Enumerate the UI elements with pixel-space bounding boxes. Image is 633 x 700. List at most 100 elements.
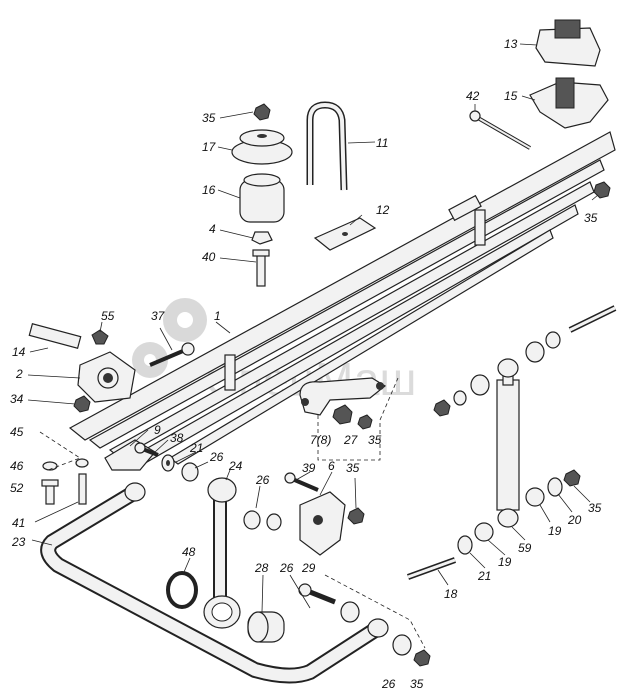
bolt-42: [469, 110, 531, 150]
label-9: 9: [154, 423, 161, 437]
label-17: 17: [202, 140, 217, 154]
nut-right-upper: [433, 399, 451, 417]
label-14: 14: [12, 345, 26, 359]
bushing-26-d: [392, 634, 412, 656]
label-35-bottom: 35: [410, 677, 424, 691]
pin-14: [28, 322, 82, 350]
label-15: 15: [504, 89, 518, 103]
label-21-right: 21: [477, 569, 491, 583]
nut-34: [73, 395, 91, 413]
nut-35-bottom: [413, 649, 431, 667]
dash-guide-3: [39, 431, 81, 471]
label-29: 29: [301, 561, 316, 575]
bolt-52: [41, 479, 59, 505]
bracket-7-8: [299, 377, 387, 416]
u-bolt-11: [306, 101, 348, 191]
label-7-8: 7(8): [310, 433, 331, 447]
bumper-16: [239, 173, 285, 223]
bushing-26-a: [181, 462, 199, 482]
label-16: 16: [202, 183, 216, 197]
label-12: 12: [376, 203, 390, 217]
bolt-39: [284, 472, 319, 492]
nut-35-top: [253, 103, 271, 121]
nut-27: [332, 404, 353, 425]
label-26-c: 26: [279, 561, 294, 575]
label-2: 2: [15, 367, 23, 381]
part-labels: 35 17 16 4 40 11 12 13 15 42 35 1 37 55 …: [10, 37, 602, 691]
label-35: 35: [202, 111, 216, 125]
label-27: 27: [343, 433, 359, 447]
pin-18: [406, 557, 457, 580]
label-11: 11: [376, 136, 388, 150]
label-42: 42: [466, 89, 480, 103]
label-45: 45: [10, 425, 24, 439]
bushing-right-1: [525, 341, 545, 363]
bolt-38: [134, 442, 159, 457]
cushion-13: [535, 19, 601, 67]
label-28: 28: [254, 561, 269, 575]
grease-fitting-55: [91, 329, 109, 345]
label-6: 6: [328, 459, 335, 473]
bolt-29: [298, 583, 336, 605]
washer-4: [251, 231, 273, 245]
label-24: 24: [228, 459, 243, 473]
bushing-26-b: [243, 510, 282, 531]
label-35-lower-right: 35: [588, 501, 602, 515]
label-21-left: 21: [189, 441, 203, 455]
washer-46: [42, 461, 58, 471]
label-1: 1: [214, 309, 221, 323]
link-24: [203, 477, 241, 629]
label-35-bracket: 35: [346, 461, 360, 475]
washer-right-2: [453, 390, 467, 406]
washer-21-left: [161, 454, 175, 472]
bushing-28: [247, 611, 285, 643]
nut-35-bracket: [347, 507, 365, 525]
bushing-19-left: [474, 522, 494, 542]
pad-12: [313, 217, 377, 251]
label-46: 46: [10, 459, 24, 473]
pin-upper-right: [568, 305, 617, 333]
watermark-gear-logo: [132, 298, 207, 378]
label-39: 39: [302, 461, 316, 475]
label-35-mid: 35: [368, 433, 382, 447]
label-40: 40: [202, 250, 216, 264]
label-34: 34: [10, 392, 24, 406]
bumper-17: [231, 129, 293, 165]
label-18: 18: [444, 587, 458, 601]
label-20: 20: [567, 513, 582, 527]
bracket-9: [104, 439, 156, 471]
label-41: 41: [12, 516, 25, 530]
label-59: 59: [518, 541, 532, 555]
shock-absorber-59: [496, 358, 520, 528]
bracket-2: [77, 351, 136, 403]
label-19-left: 19: [498, 555, 512, 569]
bracket-6: [299, 491, 346, 556]
label-23: 23: [11, 535, 26, 549]
leader-lines: [27, 43, 599, 613]
label-52: 52: [10, 481, 24, 495]
label-26-d: 26: [381, 677, 396, 691]
bushing-26-c: [340, 601, 360, 623]
label-26-b: 26: [255, 473, 270, 487]
label-26-a: 26: [209, 450, 224, 464]
label-48: 48: [182, 545, 196, 559]
bolt-37: [149, 342, 195, 367]
washer-20: [547, 477, 563, 497]
label-55: 55: [101, 309, 115, 323]
dash-guide-1: [317, 377, 399, 461]
leaf-spring: [68, 131, 616, 467]
nut-35-right: [593, 181, 611, 199]
washer-right-1: [545, 331, 561, 349]
label-19-right: 19: [548, 524, 562, 538]
o-ring-48: [166, 571, 198, 609]
bushing-right-2: [470, 374, 490, 396]
cushion-15: [529, 77, 609, 129]
nut-35-mid: [357, 414, 373, 430]
washer-21-right: [457, 535, 473, 555]
label-35-right: 35: [584, 211, 598, 225]
label-13: 13: [504, 37, 518, 51]
label-37: 37: [151, 309, 166, 323]
bushing-19-right: [525, 487, 545, 507]
